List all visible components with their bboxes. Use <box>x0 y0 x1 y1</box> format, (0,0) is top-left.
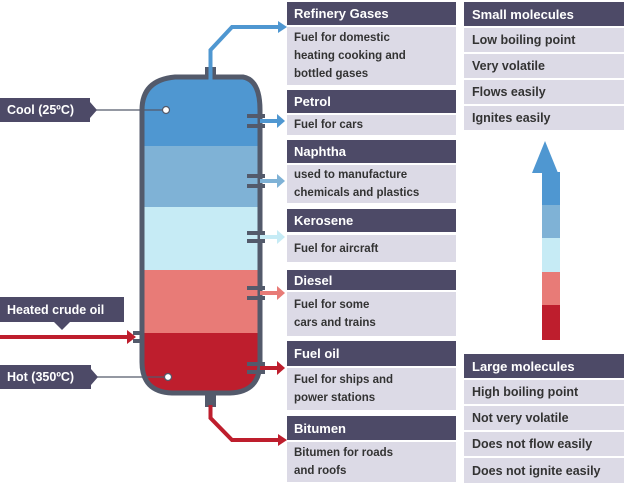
arrow-seg-3 <box>542 238 560 273</box>
arrow-seg-5 <box>542 305 560 340</box>
use-line: Fuel for cars <box>294 119 364 131</box>
large-prop-3: Does not flow easily <box>464 432 624 456</box>
tap-petrol <box>247 114 285 128</box>
use-line: Fuel for domestic <box>294 32 390 44</box>
inlet-nozzle-lower <box>133 339 144 343</box>
small-prop-4: Ignites easily <box>464 106 624 130</box>
fraction-header-naphtha: Naphtha <box>287 140 456 163</box>
large-prop-4: Does not ignite easily <box>464 458 624 483</box>
use-line: heating cooking and <box>294 50 406 62</box>
large-prop-2: Not very volatile <box>464 406 624 430</box>
large-molecules-header: Large molecules <box>464 354 624 378</box>
fraction-header-kerosene: Kerosene <box>287 209 456 232</box>
tap-diesel <box>247 286 285 300</box>
tap-naphtha <box>247 174 285 188</box>
cool-tag-pointer <box>90 102 97 118</box>
input-tag-pointer <box>54 322 70 330</box>
use-line: Fuel for some <box>294 299 370 311</box>
fraction-use-kerosene: Fuel for aircraft <box>287 235 456 262</box>
small-prop-2: Very volatile <box>464 54 624 78</box>
arrow-seg-4 <box>542 272 560 306</box>
fraction-header-bitumen: Bitumen <box>287 416 456 440</box>
hot-label: Hot (350ºC) <box>0 365 91 389</box>
small-prop-3: Flows easily <box>464 80 624 104</box>
use-line: power stations <box>294 392 376 404</box>
band-diesel <box>142 270 260 334</box>
fraction-use-diesel: Fuel for some cars and trains <box>287 292 456 336</box>
small-prop-1: Low boiling point <box>464 28 624 52</box>
cool-point <box>161 105 171 115</box>
heated-crude-oil-label: Heated crude oil <box>0 297 124 322</box>
tap-kerosene <box>247 230 285 244</box>
use-line: Fuel for aircraft <box>294 242 379 255</box>
fraction-use-refinery-gases: Fuel for domestic heating cooking and bo… <box>287 27 456 85</box>
fraction-header-petrol: Petrol <box>287 90 456 113</box>
use-line: and roofs <box>294 465 347 477</box>
use-line: Fuel for ships and <box>294 374 394 386</box>
arrow-seg-1 <box>542 172 560 206</box>
large-prop-1: High boiling point <box>464 380 624 404</box>
bottom-nozzle <box>205 392 216 407</box>
use-line: Bitumen for roads <box>294 447 394 459</box>
hot-tag-pointer <box>91 369 98 385</box>
band-refinery-petrol <box>142 77 260 148</box>
use-line: chemicals and plastics <box>294 187 420 199</box>
bitumen-arrowhead <box>278 434 287 446</box>
bitumen-pipe <box>208 405 278 442</box>
crude-oil-line <box>0 335 128 339</box>
column-bands <box>142 77 260 393</box>
crude-oil-arrowhead <box>127 330 136 344</box>
hot-point <box>163 372 173 382</box>
fraction-use-petrol: Fuel for cars <box>287 115 456 135</box>
tap-fuel-oil <box>247 361 285 375</box>
band-kerosene <box>142 207 260 270</box>
band-naphtha <box>142 146 260 208</box>
fraction-header-refinery-gases: Refinery Gases <box>287 2 456 25</box>
fraction-use-bitumen: Bitumen for roads and roofs <box>287 442 456 482</box>
band-fuel-oil <box>142 333 260 393</box>
small-molecules-header: Small molecules <box>464 2 624 26</box>
inlet-nozzle <box>133 331 144 335</box>
fraction-header-fuel-oil: Fuel oil <box>287 341 456 366</box>
molecule-size-arrow <box>532 141 560 340</box>
use-line: cars and trains <box>294 317 376 329</box>
cool-label: Cool (25ºC) <box>0 98 90 122</box>
fraction-use-naphtha: used to manufacture chemicals and plasti… <box>287 165 456 203</box>
use-line: used to manufacture <box>294 169 408 181</box>
fraction-use-fuel-oil: Fuel for ships and power stations <box>287 368 456 410</box>
use-line: bottled gases <box>294 68 369 80</box>
refinery-gases-pipe <box>208 25 278 80</box>
fraction-header-diesel: Diesel <box>287 270 456 290</box>
refinery-gases-arrowhead <box>278 21 287 33</box>
arrow-seg-2 <box>542 205 560 239</box>
